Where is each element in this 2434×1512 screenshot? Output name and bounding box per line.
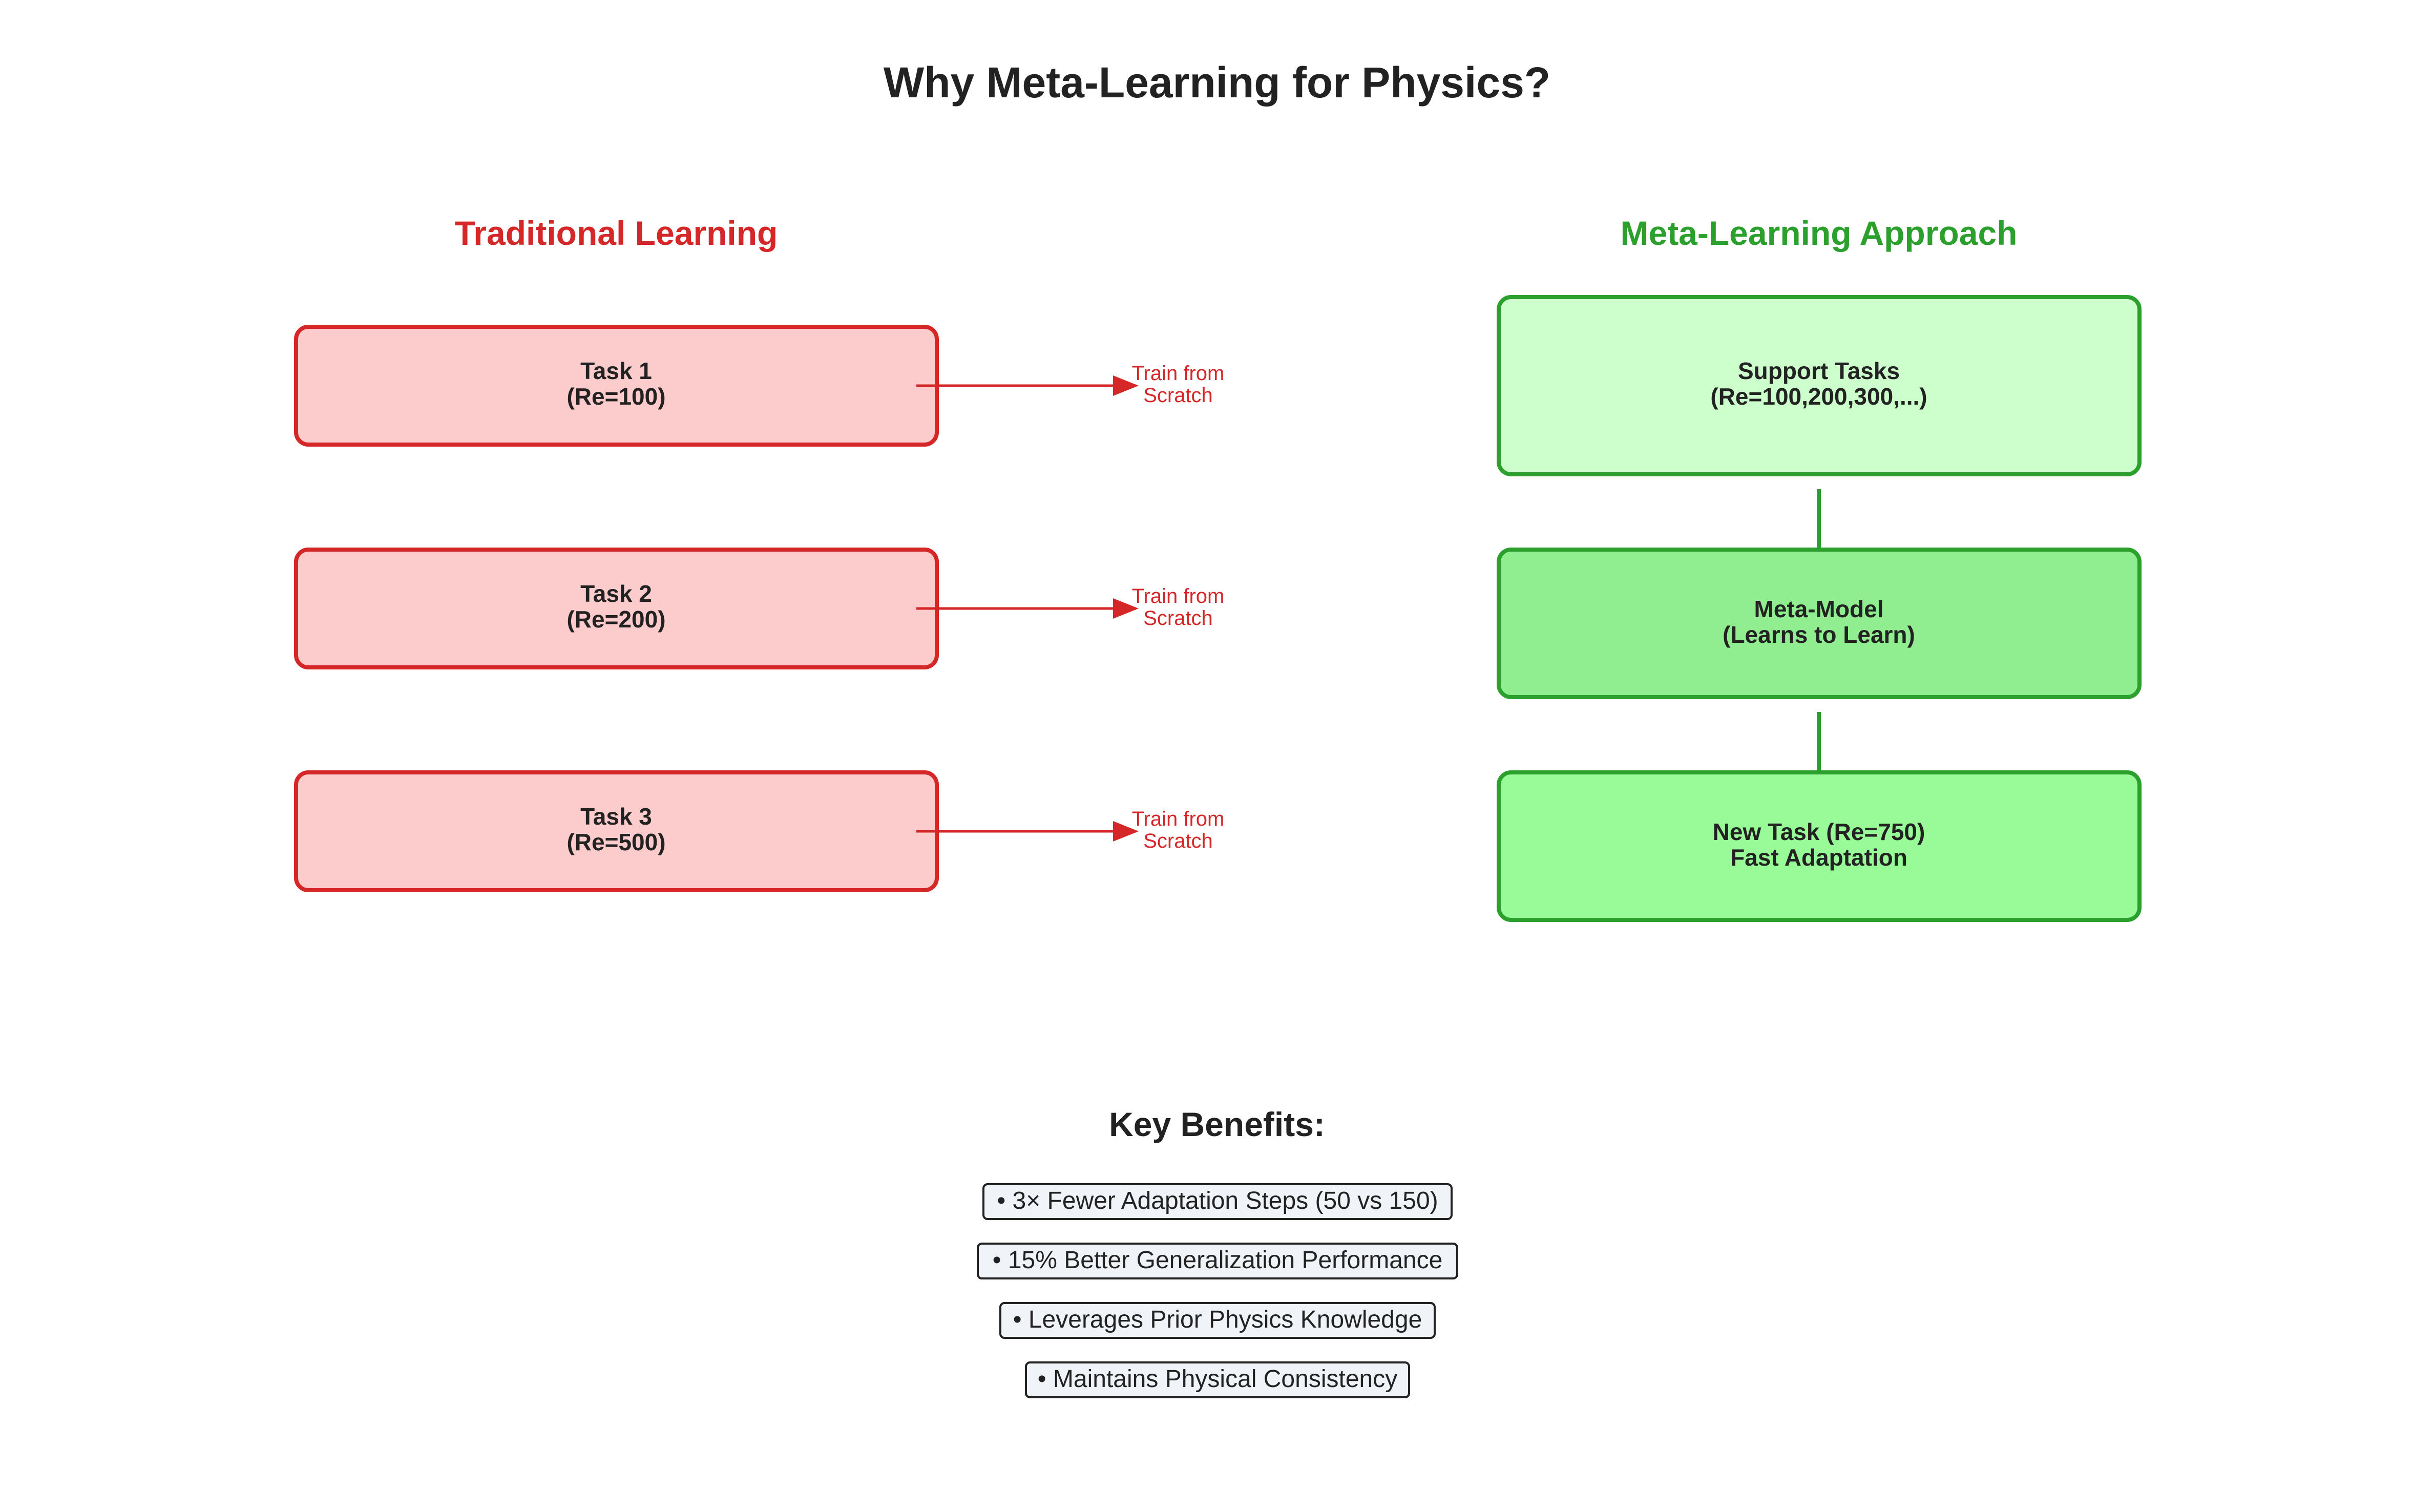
benefit-item-2-text: • 15% Better Generalization Performance bbox=[993, 1247, 1443, 1274]
task-box-1-param: (Re=100) bbox=[566, 383, 665, 410]
benefit-item-4-box bbox=[1025, 1361, 1410, 1398]
traditional-heading: Traditional Learning bbox=[455, 214, 778, 252]
benefit-item-3-text: • Leverages Prior Physics Knowledge bbox=[1013, 1306, 1422, 1333]
task-box-3: Task 3 (Re=500) bbox=[294, 770, 939, 892]
benefit-item-1-text: • 3× Fewer Adaptation Steps (50 vs 150) bbox=[997, 1187, 1438, 1214]
benefit-item-3-box bbox=[999, 1302, 1436, 1339]
task-3-arrow-label-line1: Train from bbox=[1132, 808, 1225, 830]
task-box-2-param: (Re=200) bbox=[566, 606, 665, 633]
support-tasks-box-shape bbox=[1497, 295, 2142, 476]
new-task-label: New Task (Re=750) bbox=[1713, 818, 1925, 845]
benefit-item-4-text: • Maintains Physical Consistency bbox=[1038, 1366, 1397, 1393]
task-box-1: Task 1 (Re=100) bbox=[294, 325, 939, 447]
meta-model-label: Meta-Model bbox=[1754, 596, 1884, 622]
diagram-title: Why Meta-Learning for Physics? bbox=[884, 58, 1550, 107]
benefit-item-4: • Maintains Physical Consistency bbox=[1025, 1361, 1410, 1398]
task-1-arrow-label-line1: Train from bbox=[1132, 362, 1225, 385]
task-1-arrow-label-line2: Scratch bbox=[1143, 384, 1213, 407]
task-3-arrow-label-line2: Scratch bbox=[1143, 830, 1213, 852]
meta-heading: Meta-Learning Approach bbox=[1621, 214, 2018, 252]
meta-model-box-shape bbox=[1497, 548, 2142, 699]
benefits-heading: Key Benefits: bbox=[1109, 1105, 1325, 1143]
task-box-1-label: Task 1 bbox=[580, 358, 652, 384]
task-box-3-label: Task 3 bbox=[580, 803, 652, 830]
benefit-item-1: • 3× Fewer Adaptation Steps (50 vs 150) bbox=[982, 1183, 1453, 1220]
benefit-item-2: • 15% Better Generalization Performance bbox=[977, 1243, 1458, 1279]
benefit-item-3: • Leverages Prior Physics Knowledge bbox=[999, 1302, 1436, 1339]
support-tasks-param: (Re=100,200,300,...) bbox=[1710, 383, 1927, 410]
support-tasks-label: Support Tasks bbox=[1738, 358, 1900, 384]
support-tasks-box: Support Tasks (Re=100,200,300,...) bbox=[1497, 295, 2142, 476]
task-2-arrow-label-line1: Train from bbox=[1132, 585, 1225, 607]
task-box-2: Task 2 (Re=200) bbox=[294, 548, 939, 669]
task-box-2-label: Task 2 bbox=[580, 580, 652, 607]
new-task-box: New Task (Re=750) Fast Adaptation bbox=[1497, 770, 2142, 922]
meta-model-box: Meta-Model (Learns to Learn) bbox=[1497, 548, 2142, 699]
task-box-3-param: (Re=500) bbox=[566, 829, 665, 855]
meta-model-subtitle: (Learns to Learn) bbox=[1723, 621, 1915, 648]
new-task-box-shape bbox=[1497, 770, 2142, 922]
task-2-arrow-label-line2: Scratch bbox=[1143, 607, 1213, 629]
new-task-subtitle: Fast Adaptation bbox=[1730, 844, 1907, 871]
benefit-item-2-box bbox=[977, 1243, 1458, 1279]
benefit-item-1-box bbox=[982, 1183, 1453, 1220]
